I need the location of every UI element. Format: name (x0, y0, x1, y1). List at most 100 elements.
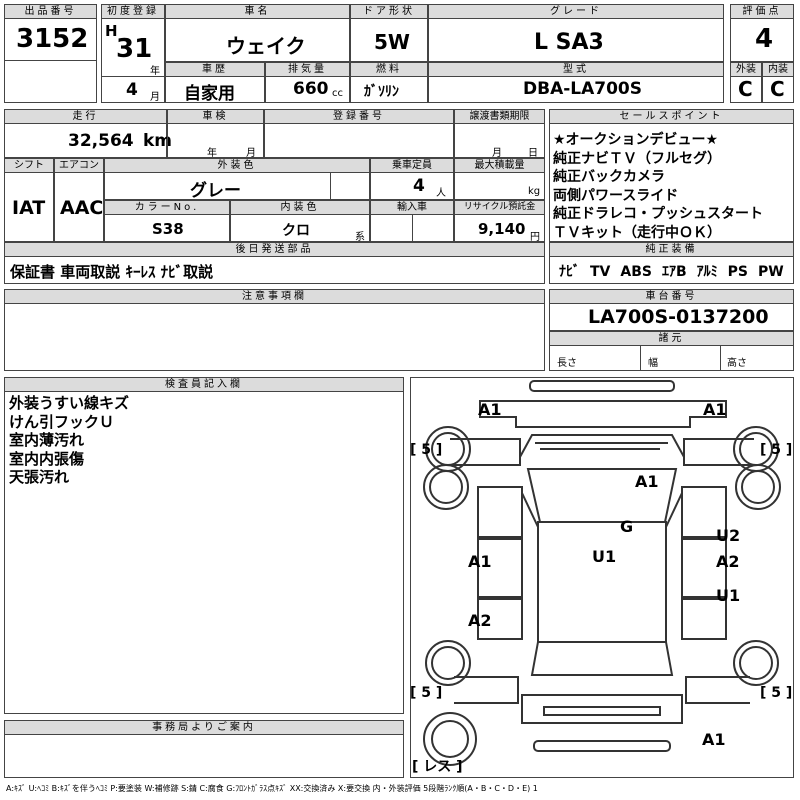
wheel-right-side (735, 464, 781, 510)
dims-width: 幅 (648, 358, 658, 369)
sales-point-item: ＴＶキット（走行中ＯＫ） (553, 224, 721, 241)
mileage-label: 走行 (4, 109, 167, 124)
car-name: ウェイク (226, 34, 306, 58)
inspection-year-unit: 年 (207, 148, 217, 159)
equipment-item: PS (727, 264, 748, 280)
tyre-tread-mark: [ レス ] (412, 759, 463, 775)
dims-height: 高さ (727, 358, 747, 369)
fuel: ｶﾞｿﾘﾝ (364, 84, 399, 100)
transfer-label: 譲渡書類期限 (454, 109, 545, 124)
inspector-note-line: けん引フックＵ (9, 412, 115, 431)
office-box (4, 734, 404, 778)
equipment-item: ABS (620, 264, 652, 280)
dims-length: 長さ (557, 358, 577, 369)
tyre-tread-mark: [ 5 ] (410, 442, 442, 458)
ac-box (54, 172, 104, 242)
chassis-box (549, 303, 794, 331)
mileage-box (4, 123, 167, 158)
capacity-box (370, 172, 454, 200)
left-quarter (477, 598, 523, 640)
notes-box (4, 303, 545, 371)
legend: A:ｷｽﾞ U:ﾍｺﾐ B:ｷｽﾞを伴うﾍｺﾐ P:要塗装 W:補修跡 S:錆 … (6, 784, 538, 793)
tyre-tread-mark: [ 5 ] (760, 442, 792, 458)
shift: IAT (12, 197, 46, 219)
era: H (105, 22, 118, 40)
inspector-note-line: 室内薄汚れ (9, 431, 85, 449)
sales-points-list: ★オークションデビュー★純正ナビＴＶ（フルセグ）純正バックカメラ両側パワースライ… (553, 131, 763, 242)
later-parts-label: 後日発送部品 (4, 242, 545, 257)
fuel-label: 燃料 (350, 62, 428, 77)
damage-mark: U1 (716, 586, 740, 605)
year-unit: 年 (150, 66, 160, 77)
import-label: 輸入車 (370, 200, 454, 215)
capacity: 4 (413, 176, 425, 196)
door-box (350, 18, 428, 62)
right-front-door (681, 486, 727, 538)
grade-label: グレード (428, 4, 724, 19)
sales-point-item: 純正ナビＴＶ（フルセグ） (553, 150, 721, 167)
model: DBA-LA700S (523, 79, 642, 99)
capacity-label: 乗車定員 (370, 158, 454, 173)
roof (537, 521, 667, 643)
max-load-box (454, 172, 545, 200)
inspector-note-line: 外装うすい線キズ (9, 394, 130, 412)
mileage-unit: km (143, 131, 173, 151)
color-no-label: カラーNo. (104, 200, 230, 215)
score-box (730, 18, 794, 62)
equipment-item: ﾅﾋﾞ (559, 264, 580, 280)
int-color-label: 内装色 (230, 200, 370, 215)
windshield-top (519, 434, 685, 458)
later-parts-box (4, 256, 545, 284)
equipment-item: TV (590, 264, 611, 280)
front-left-panel (450, 438, 521, 466)
dims-box (549, 345, 794, 371)
int-color-unit: 系 (355, 232, 365, 243)
chassis-label: 車台番号 (549, 289, 794, 304)
damage-mark: U1 (592, 547, 616, 566)
sales-points-box (549, 123, 794, 242)
equipment-item: ｱﾙﾐ (696, 264, 718, 280)
wheel-rear-right (733, 640, 779, 686)
lot-no-label: 出品番号 (4, 4, 97, 19)
reg-no-label: 登録番号 (264, 109, 454, 124)
recycle-unit: 円 (530, 232, 540, 243)
door-label: ドア形状 (350, 4, 428, 19)
left-front-door (477, 486, 523, 538)
grade: L SA3 (534, 30, 604, 55)
history: 自家用 (184, 84, 235, 104)
later-parts: 保証書 車両取説 ｷｰﾚｽ ﾅﾋﾞ取説 (10, 263, 214, 281)
door-type: 5W (374, 30, 410, 54)
shift-label: シフト (4, 158, 54, 173)
history-label: 車歴 (165, 62, 265, 77)
exterior-label: 外装 (730, 62, 762, 77)
color-no: S38 (152, 220, 184, 238)
damage-mark: A1 (478, 400, 502, 419)
front-bumper-shape (529, 380, 675, 392)
recycle: 9,140 (478, 220, 526, 238)
diagram-box (410, 377, 794, 778)
first-reg-year: 31 (116, 34, 153, 64)
grade-box (428, 18, 724, 62)
int-color: クロ (282, 223, 310, 239)
transfer-day-unit: 日 (528, 148, 538, 159)
inspection-label: 車検 (167, 109, 264, 124)
tyre-tread-mark: [ 5 ] (410, 685, 442, 701)
score-label: 評価点 (730, 4, 794, 19)
left-rear-door (477, 538, 523, 598)
capacity-unit: 人 (436, 188, 446, 199)
damage-mark: G (620, 517, 633, 536)
right-quarter (681, 598, 727, 640)
displacement-label: 排気量 (265, 62, 350, 77)
hood-outline (479, 400, 727, 428)
recycle-box (454, 214, 545, 242)
chassis-number: LA700S-0137200 (588, 306, 769, 328)
displacement-box (265, 76, 350, 103)
sales-point-item: 純正バックカメラ (553, 169, 665, 185)
lot-number: 3152 (16, 24, 89, 54)
ac: AAC (60, 197, 104, 219)
sales-point-item: 両側パワースライド (553, 187, 679, 204)
right-rear-door (681, 538, 727, 598)
